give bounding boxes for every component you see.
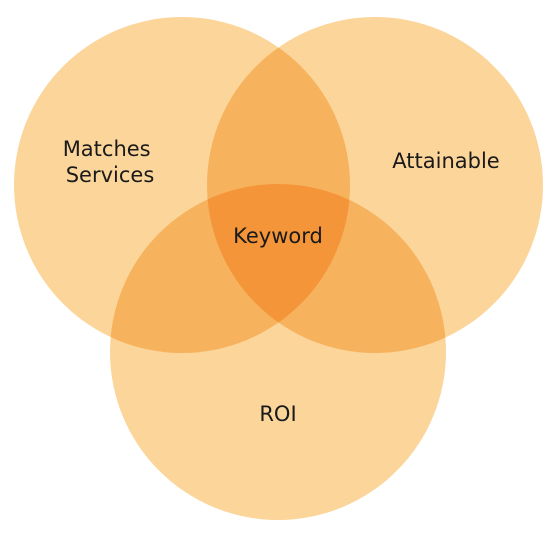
- venn-labels: Matches Services Attainable Keyword ROI: [63, 137, 500, 426]
- label-attainable: Attainable: [392, 149, 499, 173]
- label-matches-services-line-2: Services: [66, 163, 155, 187]
- label-matches-services-line-1: Matches: [63, 137, 151, 161]
- label-matches-services: Matches Services: [63, 137, 158, 187]
- label-attainable-line-1: Attainable: [392, 149, 499, 173]
- label-roi-line-1: ROI: [259, 402, 296, 426]
- label-roi: ROI: [259, 402, 296, 426]
- circle-roi: [110, 184, 446, 520]
- label-keyword: Keyword: [233, 224, 323, 248]
- venn-circles: [14, 17, 543, 520]
